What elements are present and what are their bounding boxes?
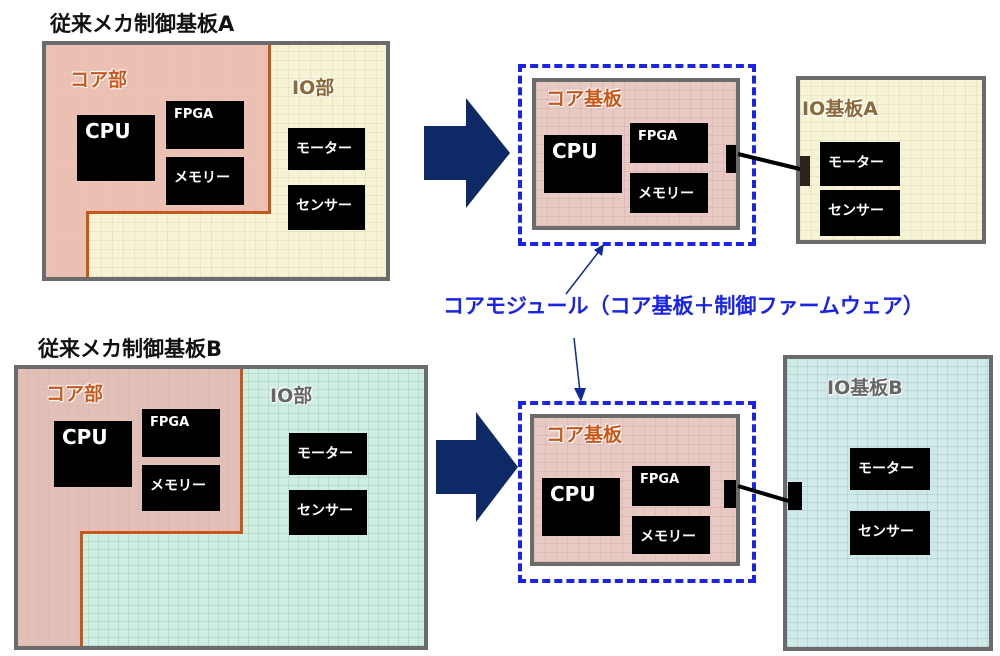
pointer-arrow-down (573, 337, 586, 402)
core-board-top-label: コア基板 (546, 88, 623, 110)
io-board-b: IO基板B モーター センサー (783, 355, 993, 651)
io-board-b-label: IO基板B (827, 377, 903, 399)
core-board-bottom-memory-chip: メモリー (632, 516, 710, 554)
board-b-cpu-chip: CPU (54, 421, 132, 487)
board-b-sensor-chip: センサー (289, 490, 367, 535)
board-b-core-boundary (240, 369, 243, 533)
core-board-top-memory-chip: メモリー (630, 173, 708, 213)
core-board-top-fpga-chip: FPGA (630, 123, 708, 163)
core-board-top-connector (726, 145, 736, 173)
right-arrow-icon (436, 412, 518, 522)
io-board-a-sensor-chip: センサー (820, 190, 900, 236)
board-b-title: 従来メカ制御基板B (38, 337, 223, 361)
board-a-core-label: コア部 (70, 69, 128, 91)
core-board-bottom-cpu-chip: CPU (542, 478, 620, 536)
board-a-motor-chip: モーター (288, 128, 365, 170)
io-board-a: IO基板A モーター センサー (796, 76, 986, 244)
right-arrow-icon (424, 98, 510, 208)
board-a-core-boundary (268, 45, 271, 213)
board-to-board-cable (737, 482, 802, 510)
board-b-motor-chip: モーター (289, 433, 367, 475)
io-board-b-sensor-chip: センサー (850, 511, 930, 555)
core-board-bottom: コア基板 CPU FPGA メモリー (530, 414, 740, 566)
board-b-core-boundary (80, 531, 83, 646)
board-to-board-cable (737, 152, 810, 186)
core-board-bottom-connector (724, 480, 736, 508)
board-a-core-region-lower (46, 211, 86, 277)
pointer-arrow-up (565, 244, 604, 295)
board-b: コア部 IO部 CPU FPGA メモリー モーター センサー (14, 365, 428, 650)
board-a-memory-chip: メモリー (166, 157, 244, 205)
core-board-bottom-fpga-chip: FPGA (632, 466, 710, 506)
core-board-top-cpu-chip: CPU (544, 135, 622, 193)
board-b-io-label: IO部 (270, 385, 313, 407)
core-module-caption: コアモジュール（コア基板＋制御ファームウェア） (443, 294, 924, 318)
board-b-core-region-lower (18, 531, 80, 646)
board-a-core-boundary (86, 211, 89, 277)
board-a-title: 従来メカ制御基板A (50, 12, 235, 36)
board-a-io-label: IO部 (292, 77, 335, 99)
core-board-bottom-label: コア基板 (546, 424, 623, 446)
board-a-sensor-chip: センサー (288, 185, 365, 230)
board-b-core-label: コア部 (46, 383, 104, 405)
io-board-b-motor-chip: モーター (850, 448, 930, 490)
board-a: コア部 IO部 CPU FPGA メモリー モーター センサー (42, 41, 390, 281)
io-board-a-label: IO基板A (802, 98, 878, 120)
board-a-fpga-chip: FPGA (166, 101, 244, 149)
board-a-core-boundary (86, 211, 271, 214)
board-b-core-boundary (80, 531, 243, 534)
core-module-top-outline (518, 64, 756, 246)
board-b-fpga-chip: FPGA (142, 409, 220, 457)
board-a-cpu-chip: CPU (77, 115, 155, 181)
io-board-a-motor-chip: モーター (820, 142, 900, 186)
board-b-memory-chip: メモリー (142, 465, 220, 511)
core-board-top: コア基板 CPU FPGA メモリー (532, 78, 740, 230)
